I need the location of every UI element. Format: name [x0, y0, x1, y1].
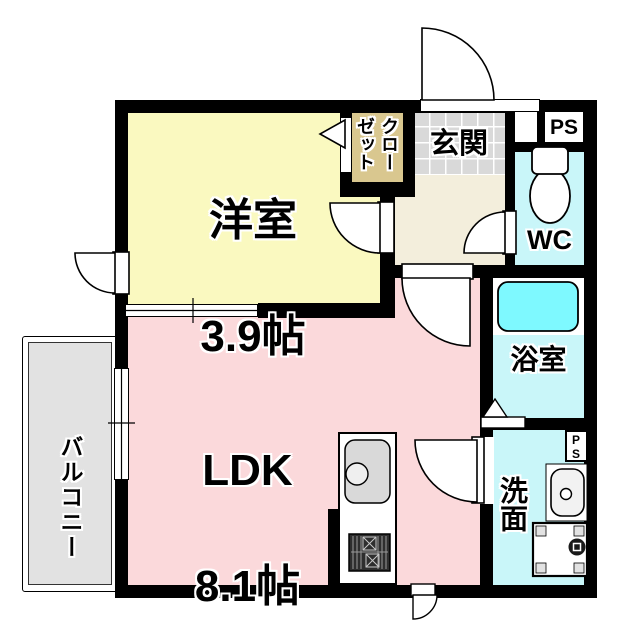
- ldk-label: LDK 8.1帖: [125, 384, 370, 643]
- washing-machine-icon: [531, 521, 589, 578]
- closet-floor: [352, 112, 403, 182]
- wall-closet-bottom: [340, 182, 415, 197]
- ldk-area: 8.1帖: [194, 562, 301, 611]
- shoe-box: [515, 112, 537, 142]
- western-room-name: 洋室: [209, 196, 297, 245]
- bathtub-icon: [497, 281, 579, 332]
- washroom-label: 洗面: [497, 476, 528, 532]
- closet-opening: [341, 118, 351, 172]
- pipe-space-top-label: PS: [549, 116, 578, 139]
- western-room-casement-door: [74, 251, 130, 295]
- pipe-space-top-box: [545, 112, 583, 142]
- closet-open-arrow-icon: [318, 118, 346, 150]
- entrance-label: 玄関: [429, 128, 488, 160]
- closet-label: クローゼット: [355, 117, 399, 171]
- western-room-area: 3.9帖: [200, 312, 306, 361]
- wall-kitchen-stub: [328, 509, 340, 585]
- toilet-icon: [529, 146, 571, 224]
- wall-closet-right: [403, 100, 415, 182]
- ldk-name: LDK: [202, 446, 293, 495]
- bathroom-label: 浴室: [510, 344, 567, 375]
- wall-partition-west-ldk: [258, 303, 395, 318]
- wall-below-wc: [480, 265, 597, 278]
- bathroom-door-marker: [480, 397, 526, 429]
- washroom-door-arc: [414, 436, 494, 504]
- pipe-space-side-label: PS: [569, 433, 583, 461]
- bathroom-floor: [493, 335, 584, 418]
- wash-basin-icon: [545, 463, 588, 522]
- western-room-door-arc: [329, 201, 395, 254]
- service-door-arc: [410, 583, 438, 620]
- kitchen-sink-icon: [344, 439, 391, 504]
- wall-ldk-east: [480, 278, 493, 585]
- entrance-door-arc: [421, 27, 495, 101]
- wc-label: WC: [527, 225, 572, 255]
- window-symbol-lines: [108, 298, 257, 479]
- wall-hall-wc: [505, 100, 515, 265]
- entrance-tile-floor: [413, 110, 505, 175]
- wc-door-arc: [463, 210, 517, 255]
- pipe-space-side-box: [565, 430, 588, 462]
- wall-bottom: [115, 585, 597, 598]
- western-room-label: 洋室 3.9帖: [128, 134, 378, 424]
- stove-icon: [348, 533, 391, 572]
- hall-ldk-door-arc: [401, 263, 474, 347]
- balcony-label: バルコニー: [57, 434, 83, 560]
- balcony-deck: [28, 342, 112, 585]
